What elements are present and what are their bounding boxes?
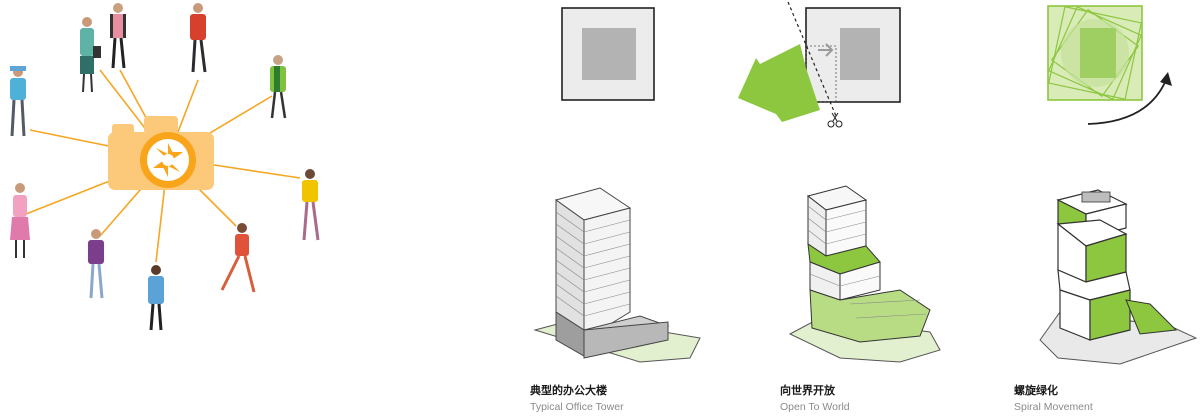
panel-open: 向世界开放 Open To World xyxy=(738,1,941,413)
person-icon xyxy=(10,66,26,137)
caption-zh: 向世界开放 xyxy=(780,383,836,397)
caption-en: Typical Office Tower xyxy=(530,401,624,413)
caption-zh: 典型的办公大楼 xyxy=(530,383,607,397)
caption-zh: 螺旋绿化 xyxy=(1014,383,1058,397)
person-icon xyxy=(270,55,287,119)
caption-en: Spiral Movement xyxy=(1014,401,1093,413)
person-icon xyxy=(110,3,126,69)
caption-open: 向世界开放 Open To World xyxy=(780,383,850,413)
caption-en: Open To World xyxy=(780,401,850,413)
person-icon xyxy=(220,223,256,293)
tower-typical xyxy=(533,187,701,363)
tower-spiral xyxy=(1039,189,1198,365)
caption-spiral: 螺旋绿化 Spiral Movement xyxy=(1014,383,1093,413)
camera-people-group xyxy=(10,3,320,331)
person-icon xyxy=(190,3,207,73)
camera-icon xyxy=(108,116,214,190)
person-icon xyxy=(88,229,104,299)
person-icon xyxy=(302,169,320,241)
person-icon xyxy=(148,265,164,331)
panel-spiral: 螺旋绿化 Spiral Movement xyxy=(1014,5,1198,413)
arrow-icon xyxy=(1087,79,1167,125)
arrow-icon xyxy=(818,43,834,57)
plan-spiral xyxy=(1047,5,1172,125)
tower-open xyxy=(788,185,941,363)
panel-typical: 典型的办公大楼 Typical Office Tower xyxy=(530,7,701,413)
caption-typical: 典型的办公大楼 Typical Office Tower xyxy=(530,383,624,413)
person-icon xyxy=(10,183,30,258)
scissors-icon xyxy=(827,112,843,128)
plan-typical xyxy=(561,7,655,101)
green-arrow xyxy=(738,44,820,122)
plan-open xyxy=(738,1,901,128)
person-icon xyxy=(80,17,101,93)
